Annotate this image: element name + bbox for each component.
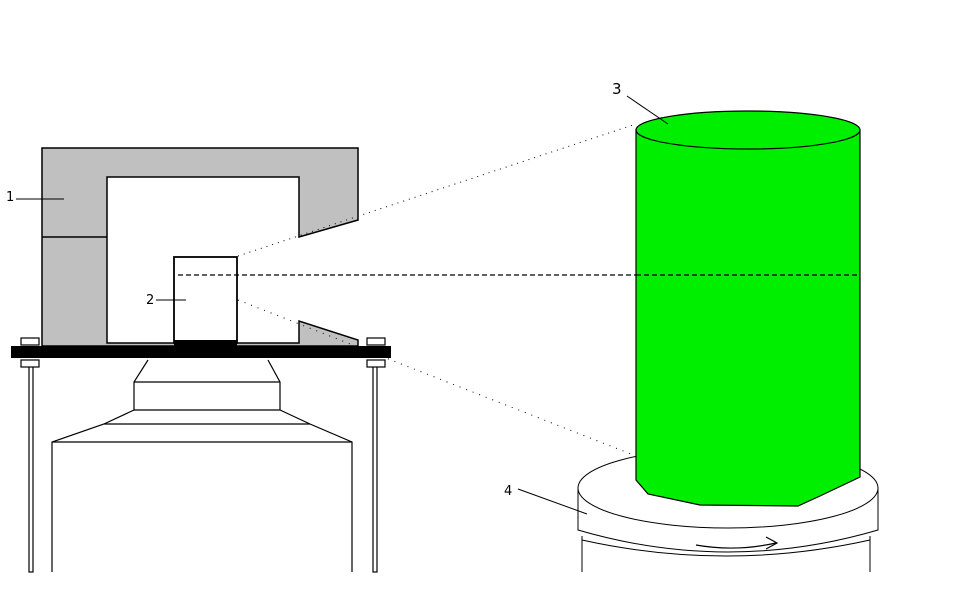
- stand-shoulder: [51, 409, 135, 572]
- base-plate: [11, 346, 391, 358]
- view-line-upper: [237, 123, 637, 257]
- support-stand: [51, 359, 353, 572]
- label-detector: 2: [146, 293, 154, 308]
- turntable-pedestal: [581, 536, 871, 572]
- rotation-arrow-icon: [695, 536, 779, 550]
- label-shielding-housing: 1: [6, 190, 14, 205]
- left-nut-bottom: [20, 359, 40, 368]
- shielding-housing: [41, 147, 359, 347]
- label-turntable: 4: [504, 484, 512, 499]
- mounting-rods: [20, 337, 386, 573]
- detector-base: [174, 340, 237, 346]
- right-nut-bottom: [366, 359, 386, 368]
- drum-top: [635, 110, 861, 150]
- leader-4: [517, 488, 588, 515]
- left-nut-top: [20, 337, 40, 346]
- left-rod: [28, 365, 34, 573]
- view-line-lower: [237, 299, 637, 457]
- turntable-pedestal-curve: [581, 539, 871, 557]
- drum: [635, 110, 861, 507]
- right-nut-top: [366, 337, 386, 346]
- stand-shoulder-right: [279, 409, 353, 572]
- drum-body: [635, 129, 861, 507]
- right-rod: [372, 365, 378, 573]
- callouts: [16, 95, 669, 515]
- leader-3: [626, 95, 669, 125]
- label-drum: 3: [612, 80, 622, 98]
- stand-neck: [133, 359, 281, 411]
